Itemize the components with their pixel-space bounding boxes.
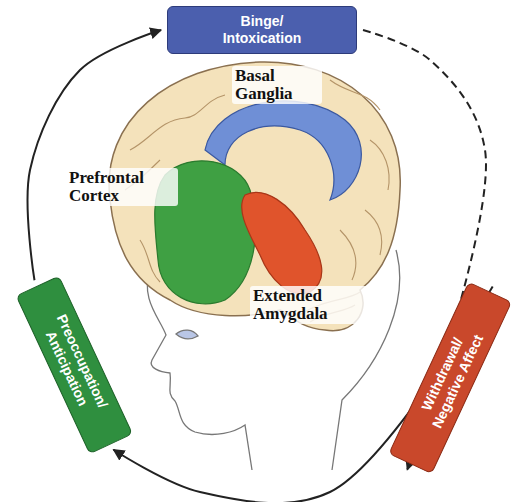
cycle-stage-band: Withdrawal/ Negative Affect [388, 282, 511, 474]
cycle-stage-band: Preoccupation/ Anticipation [15, 276, 132, 455]
gyrus [340, 230, 356, 280]
cycle-arrow [28, 30, 161, 280]
stage-name: Binge/ Intoxication [212, 13, 312, 47]
brain-region-label: Basal Ganglia [232, 66, 322, 104]
gyrus [330, 80, 380, 110]
cycle-arrow [114, 286, 493, 502]
stage-name: Preoccupation/ Anticipation [33, 304, 114, 427]
region-name: Extended Amygdala [250, 286, 380, 324]
cycle-stage-band: Binge/ Intoxication [167, 6, 357, 54]
gyrus [365, 210, 382, 255]
stage-name: Withdrawal/ Negative Affect [407, 312, 492, 444]
brain-region-label: Prefrontal Cortex [66, 168, 178, 206]
extended-amygdala [242, 192, 322, 293]
gyrus [370, 140, 389, 190]
brain-region-label: Extended Amygdala [250, 286, 380, 324]
eye [176, 330, 198, 339]
region-name: Basal Ganglia [232, 66, 322, 104]
region-name: Prefrontal Cortex [66, 168, 178, 206]
